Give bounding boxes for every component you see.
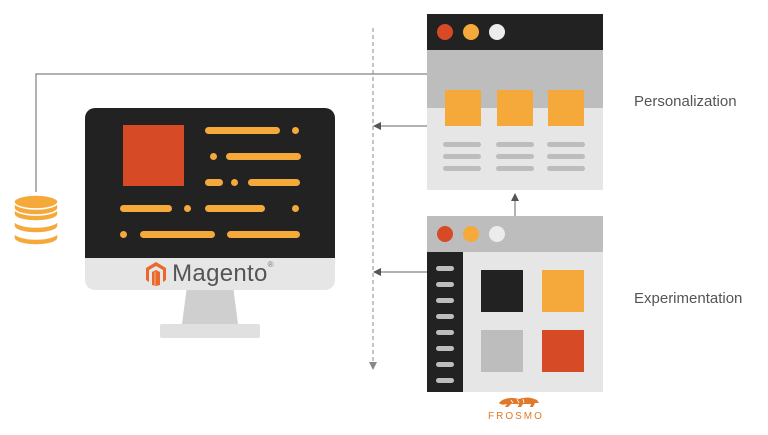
variant-tile-gray [481, 330, 523, 372]
window-sidebar [427, 252, 463, 392]
magento-brand-text: Magento® [172, 260, 274, 287]
database-icon [13, 194, 59, 246]
window-maximize-dot [489, 226, 505, 242]
window-minimize-dot [463, 226, 479, 242]
window-title-bar [427, 216, 603, 252]
variant-tile-orange [542, 270, 584, 312]
personalization-window [427, 14, 603, 190]
personalization-label: Personalization [634, 93, 737, 110]
variant-tile-dark [481, 270, 523, 312]
magento-logo-icon [146, 262, 167, 286]
product-tile [548, 90, 584, 126]
monitor-neck [182, 290, 238, 324]
variant-tile-red [542, 330, 584, 372]
experimentation-label: Experimentation [634, 290, 743, 307]
frosmo-tiger-logo-icon [499, 397, 539, 407]
data-flow-line [35, 70, 461, 192]
monitor-chin: Magento® [85, 258, 335, 290]
window-title-bar [427, 14, 603, 50]
frosmo-brand-text: FROSMO [488, 411, 544, 422]
screen-image-block [123, 125, 184, 186]
window-maximize-dot [489, 24, 505, 40]
window-minimize-dot [463, 24, 479, 40]
experimentation-window [427, 216, 603, 392]
window-close-dot [437, 24, 453, 40]
product-tile [497, 90, 533, 126]
product-tile [445, 90, 481, 126]
monitor-base [160, 324, 260, 338]
window-close-dot [437, 226, 453, 242]
